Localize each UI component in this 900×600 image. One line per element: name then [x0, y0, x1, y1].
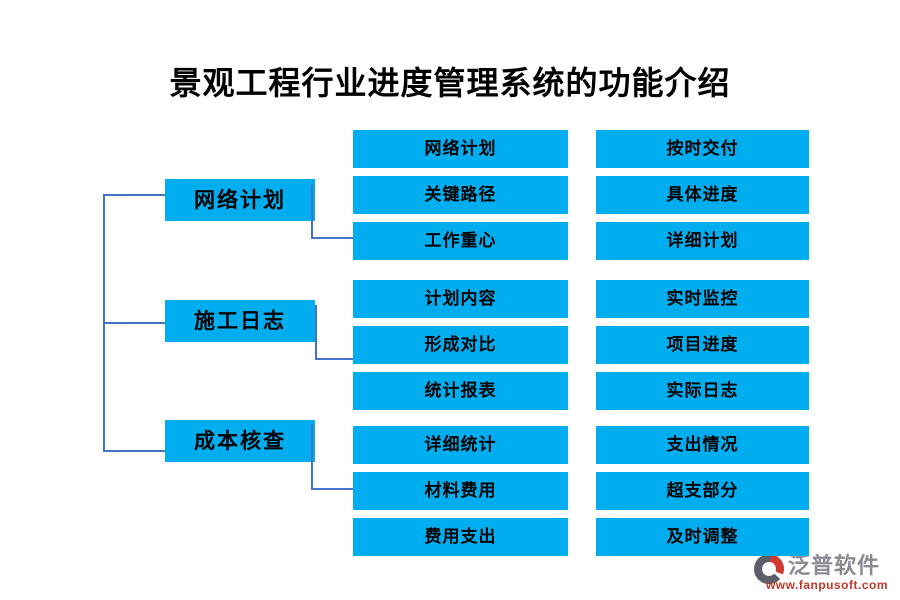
benefit-box: 具体进度 — [596, 176, 809, 214]
benefit-box: 按时交付 — [596, 130, 809, 168]
benefit-box: 超支部分 — [596, 472, 809, 510]
fanpu-logo-icon — [753, 553, 785, 585]
logo-text-block: 泛普软件 www.fanpusoft.com — [766, 552, 888, 592]
feature-box: 网络计划 — [353, 130, 568, 168]
feature-box: 材料费用 — [353, 472, 568, 510]
page-title: 景观工程行业进度管理系统的功能介绍 — [169, 65, 731, 101]
elbow-connector-1-horizontal — [311, 237, 353, 239]
benefit-box: 实时监控 — [596, 280, 809, 318]
logo-website-url: www.fanpusoft.com — [765, 578, 888, 592]
feature-box: 费用支出 — [353, 518, 568, 556]
feature-box: 工作重心 — [353, 222, 568, 260]
category-box-cost-check: 成本核查 — [165, 420, 315, 462]
elbow-connector-2-vertical — [315, 305, 317, 359]
elbow-connector-3-horizontal — [311, 488, 353, 490]
left-bracket-stub-middle — [103, 322, 165, 324]
logo-company-name: 泛普软件 — [787, 552, 880, 578]
elbow-connector-1-vertical — [311, 185, 313, 238]
fanpu-logo: 泛普软件 www.fanpusoft.com — [753, 553, 888, 592]
feature-box: 形成对比 — [353, 326, 568, 364]
benefit-box: 实际日志 — [596, 372, 809, 410]
benefit-box: 及时调整 — [596, 518, 809, 556]
benefit-box: 项目进度 — [596, 326, 809, 364]
feature-box: 计划内容 — [353, 280, 568, 318]
left-bracket-stub-top — [103, 194, 165, 196]
feature-box: 关键路径 — [353, 176, 568, 214]
benefit-box: 详细计划 — [596, 222, 809, 260]
elbow-connector-2-horizontal — [315, 358, 353, 360]
feature-box: 统计报表 — [353, 372, 568, 410]
category-box-network-plan: 网络计划 — [165, 179, 315, 221]
feature-box: 详细统计 — [353, 426, 568, 464]
left-bracket-stub-bottom — [103, 450, 165, 452]
benefit-box: 支出情况 — [596, 426, 809, 464]
category-box-construction-log: 施工日志 — [165, 300, 315, 342]
elbow-connector-3-vertical — [311, 424, 313, 489]
